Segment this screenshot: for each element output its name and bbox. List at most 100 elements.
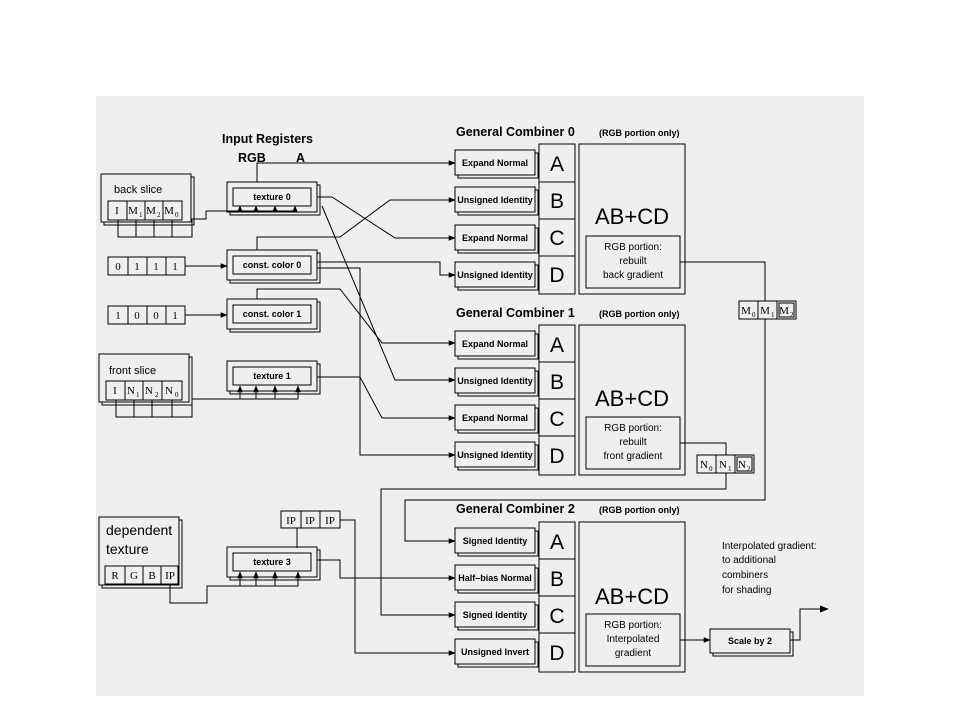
svg-text:M: M (760, 305, 770, 317)
ip-cell: IP (286, 515, 296, 527)
dependent-texture-group: dependent texture R G B IP (98, 516, 183, 589)
input-mapping-label: Unsigned Invert (461, 647, 529, 657)
svg-text:0: 0 (752, 311, 756, 319)
variable-d: D (549, 445, 564, 468)
const0-label: const. color 0 (243, 260, 302, 270)
const1-register: const. color 1 (226, 298, 321, 333)
svg-text:1: 1 (771, 311, 775, 319)
output-label: RGB portion: (604, 242, 662, 253)
svg-text:1: 1 (728, 465, 732, 473)
variable-c: C (549, 408, 564, 431)
annotation-line: for shading (722, 585, 771, 596)
general-combiner-0: General Combiner 0 (RGB portion only) Ex… (454, 125, 686, 295)
combiner-op-label: AB+CD (595, 204, 669, 229)
svg-text:1: 1 (136, 391, 140, 399)
input-mapping-label: Expand Normal (462, 233, 528, 243)
output-label: rebuilt (619, 256, 646, 267)
svg-text:M: M (164, 205, 174, 217)
output-label: rebuilt (619, 437, 646, 448)
svg-text:M: M (779, 305, 789, 317)
svg-text:N: N (700, 459, 708, 471)
const1-value: 0 (153, 310, 159, 322)
texture1-label: texture 1 (253, 371, 291, 381)
svg-text:N: N (127, 385, 135, 397)
dep-cell-ip: IP (165, 570, 175, 582)
input-mapping-label: Unsigned Identity (457, 450, 533, 460)
output-label: back gradient (603, 270, 663, 281)
input-mapping-label: Expand Normal (462, 158, 528, 168)
interpolated-gradient-note: Interpolated gradient: to additional com… (722, 541, 817, 596)
dep-cell-g: G (130, 570, 138, 582)
general-combiner-1: General Combiner 1 (RGB portion only) Ex… (454, 306, 686, 476)
const0-values: 0 1 1 1 (107, 256, 186, 276)
output-label: front gradient (604, 451, 663, 462)
input-mapping-label: Expand Normal (462, 339, 528, 349)
ip-cell: IP (325, 515, 335, 527)
input-mapping-label: Expand Normal (462, 413, 528, 423)
dependent-texture-label-2: texture (106, 541, 149, 557)
const1-value: 1 (115, 310, 121, 322)
svg-text:0: 0 (175, 211, 179, 219)
svg-text:2: 2 (747, 465, 751, 473)
back-slice-cell: I (115, 205, 119, 217)
svg-text:N: N (165, 385, 173, 397)
combiner-op-label: AB+CD (595, 584, 669, 609)
dep-cell-b: B (148, 570, 155, 582)
const1-label: const. color 1 (243, 309, 302, 319)
output-label: RGB portion: (604, 423, 662, 434)
output-label: RGB portion: (604, 620, 662, 631)
variable-b: B (550, 568, 564, 591)
input-mapping-label: Unsigned Identity (457, 376, 533, 386)
ip-register: IP IP IP (280, 510, 341, 529)
const0-register: const. color 0 (226, 249, 321, 284)
const1-value: 0 (134, 310, 140, 322)
combiner-2-subtitle: (RGB portion only) (599, 505, 680, 515)
variable-b: B (550, 371, 564, 394)
svg-text:N: N (738, 459, 746, 471)
variable-a: A (550, 334, 564, 357)
front-slice-cell: I (113, 385, 117, 397)
annotation-line: combiners (722, 570, 768, 581)
variable-a: A (550, 531, 564, 554)
dep-cell-r: R (111, 570, 119, 582)
const0-value: 0 (115, 261, 121, 273)
combiner-0-subtitle: (RGB portion only) (599, 128, 680, 138)
connection-wires (115, 160, 829, 656)
texture3-label: texture 3 (253, 557, 291, 567)
variable-a: A (550, 153, 564, 176)
combiner-0-title: General Combiner 0 (456, 125, 575, 139)
svg-text:2: 2 (155, 391, 159, 399)
input-mapping-label: Unsigned Identity (457, 270, 533, 280)
const0-value: 1 (172, 261, 178, 273)
combiner-op-label: AB+CD (595, 386, 669, 411)
input-mapping-label: Unsigned Identity (457, 195, 533, 205)
input-mapping-label: Half–bias Normal (458, 573, 532, 583)
svg-text:M: M (128, 205, 138, 217)
ip-cell: IP (305, 515, 315, 527)
rgb-column-label: RGB (238, 151, 266, 165)
general-combiner-2: General Combiner 2 (RGB portion only) Si… (454, 502, 686, 673)
const1-values: 1 0 0 1 (107, 305, 186, 325)
variable-d: D (549, 642, 564, 665)
const1-value: 1 (172, 310, 178, 322)
svg-text:2: 2 (157, 211, 161, 219)
annotation-line: Interpolated gradient: (722, 541, 817, 552)
const0-value: 1 (153, 261, 159, 273)
texture3-register: texture 3 (226, 546, 321, 581)
texture0-label: texture 0 (253, 192, 291, 202)
combiner-2-title: General Combiner 2 (456, 502, 575, 516)
variable-d: D (549, 264, 564, 287)
combiner-1-title: General Combiner 1 (456, 306, 575, 320)
svg-text:N: N (145, 385, 153, 397)
variable-c: C (549, 227, 564, 250)
back-slice-label: back slice (114, 184, 162, 196)
texture1-register: texture 1 (226, 360, 321, 395)
svg-text:0: 0 (175, 391, 179, 399)
svg-text:2: 2 (790, 311, 794, 319)
front-slice-label: front slice (109, 365, 156, 377)
